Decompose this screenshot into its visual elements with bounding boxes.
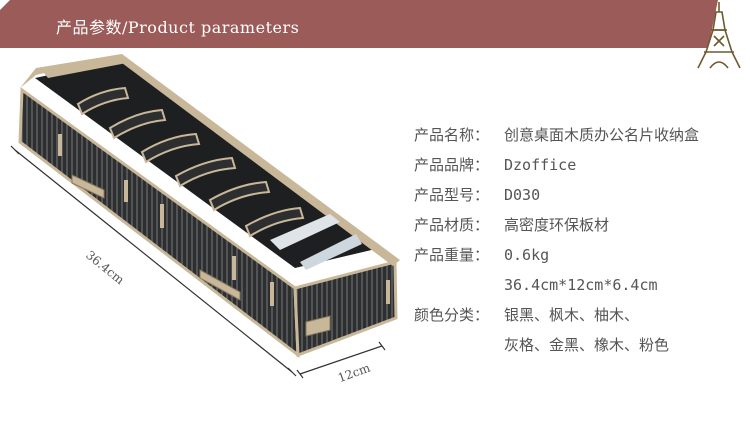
spec-row-model: 产品型号： D030 bbox=[414, 180, 750, 210]
spec-row-brand: 产品品牌： Dzoffice bbox=[414, 150, 750, 180]
spec-value: 0.6kg bbox=[504, 246, 550, 264]
spec-list: 产品名称： 创意桌面木质办公名片收纳盒 产品品牌： Dzoffice 产品型号：… bbox=[414, 120, 750, 360]
spec-row-colors: 颜色分类： 银黑、枫木、柚木、 bbox=[414, 300, 750, 330]
spec-value: 创意桌面木质办公名片收纳盒 bbox=[504, 126, 700, 144]
product-photo bbox=[10, 54, 400, 379]
spec-value: 高密度环保板材 bbox=[504, 216, 610, 234]
spec-label bbox=[414, 330, 504, 360]
banner-title: 产品参数/Product parameters bbox=[56, 18, 300, 37]
spec-value: D030 bbox=[504, 186, 541, 204]
spec-value: 36.4cm*12cm*6.4cm bbox=[504, 276, 658, 294]
section-banner: 产品参数/Product parameters bbox=[0, 0, 718, 48]
spec-row-weight: 产品重量： 0.6kg bbox=[414, 240, 750, 270]
spec-label: 产品型号： bbox=[414, 186, 490, 204]
spec-label: 颜色分类： bbox=[414, 306, 490, 324]
spec-row-colors-cont: 灰格、金黑、橡木、粉色 bbox=[414, 330, 750, 360]
spec-row-material: 产品材质： 高密度环保板材 bbox=[414, 210, 750, 240]
spec-label: 产品重量： bbox=[414, 246, 490, 264]
spec-label: 产品名称： bbox=[414, 126, 490, 144]
spec-value: 银黑、枫木、柚木、 bbox=[504, 306, 640, 324]
spec-value: 灰格、金黑、橡木、粉色 bbox=[504, 336, 670, 354]
spec-label: 产品品牌： bbox=[414, 156, 490, 174]
spec-value: Dzoffice bbox=[504, 156, 577, 174]
spec-label bbox=[414, 270, 504, 300]
eiffel-tower-icon bbox=[697, 2, 741, 69]
spec-label: 产品材质： bbox=[414, 216, 490, 234]
spec-row-size: 36.4cm*12cm*6.4cm bbox=[414, 270, 750, 300]
spec-row-name: 产品名称： 创意桌面木质办公名片收纳盒 bbox=[414, 120, 750, 150]
